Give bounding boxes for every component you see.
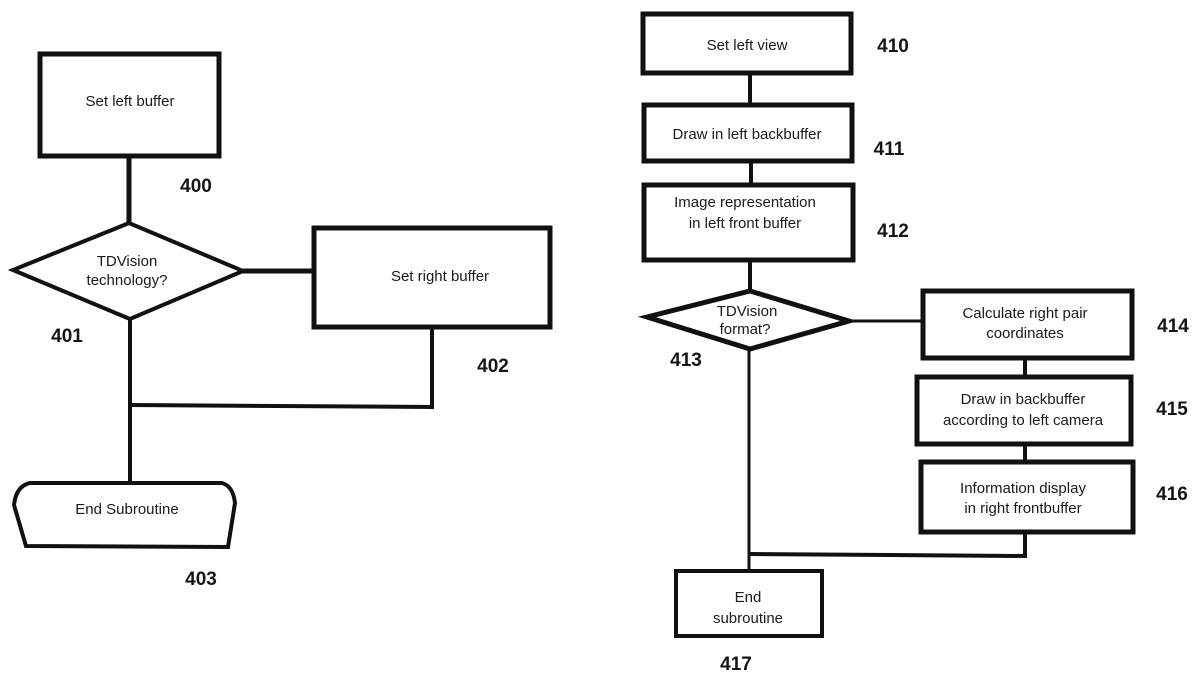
node-411-text: Draw in left backbuffer (673, 126, 822, 143)
edge-402-merge (130, 327, 432, 407)
node-image-representation-left-front-buffer: Image representation in left front buffe… (644, 185, 853, 260)
edge-416-merge (749, 532, 1025, 556)
node-tdvision-format-decision: TDVision format? (647, 291, 849, 349)
node-412-text-line2: in left front buffer (689, 215, 801, 232)
ref-label-413: 413 (670, 350, 702, 371)
ref-label-402: 402 (477, 356, 509, 377)
node-410-text: Set left view (707, 37, 788, 54)
node-414-text-line1: Calculate right pair (962, 305, 1087, 322)
node-calculate-right-pair-coordinates: Calculate right pair coordinates (923, 291, 1132, 358)
node-set-left-view: Set left view (643, 14, 851, 73)
node-set-left-buffer: Set left buffer (40, 54, 219, 156)
node-416-text-line1: Information display (960, 480, 1086, 497)
ref-label-412: 412 (877, 221, 909, 242)
node-412-text-line1: Image representation (674, 194, 816, 211)
node-401-text-line2: technology? (87, 272, 168, 289)
node-413-text-line2: format? (720, 321, 771, 338)
ref-label-415: 415 (1156, 399, 1188, 420)
node-414-text-line2: coordinates (986, 325, 1064, 342)
node-415-text-line1: Draw in backbuffer (961, 391, 1086, 408)
node-403-text: End Subroutine (75, 501, 178, 518)
node-417-text-line2: subroutine (713, 610, 783, 627)
node-end-subroutine: End subroutine (676, 571, 822, 636)
node-417-text-line1: End (735, 589, 762, 606)
node-information-display-right-frontbuffer: Information display in right frontbuffer (921, 462, 1133, 532)
node-415-text-line2: according to left camera (943, 412, 1104, 429)
node-tdvision-technology-decision: TDVision technology? (13, 223, 243, 319)
left-flowchart: Set left buffer 400 TDVision technology?… (13, 54, 550, 590)
ref-label-411: 411 (874, 139, 905, 160)
node-402-text: Set right buffer (391, 268, 489, 285)
right-flowchart: Set left view 410 Draw in left backbuffe… (643, 14, 1189, 675)
node-401-text-line1: TDVision (97, 253, 158, 270)
ref-label-401: 401 (51, 326, 83, 347)
ref-label-400: 400 (180, 176, 212, 197)
node-set-right-buffer: Set right buffer (314, 228, 550, 327)
node-draw-left-backbuffer: Draw in left backbuffer (644, 105, 852, 161)
node-draw-backbuffer-left-camera: Draw in backbuffer according to left cam… (917, 377, 1131, 444)
ref-label-416: 416 (1156, 484, 1188, 505)
ref-label-410: 410 (877, 36, 909, 57)
node-end-subroutine-terminal: End Subroutine (14, 483, 235, 547)
node-400-text: Set left buffer (86, 93, 175, 110)
ref-label-414: 414 (1157, 316, 1189, 337)
ref-label-417: 417 (720, 654, 752, 675)
ref-label-403: 403 (185, 569, 217, 590)
node-413-text-line1: TDVision (717, 303, 778, 320)
node-416-text-line2: in right frontbuffer (964, 500, 1081, 517)
